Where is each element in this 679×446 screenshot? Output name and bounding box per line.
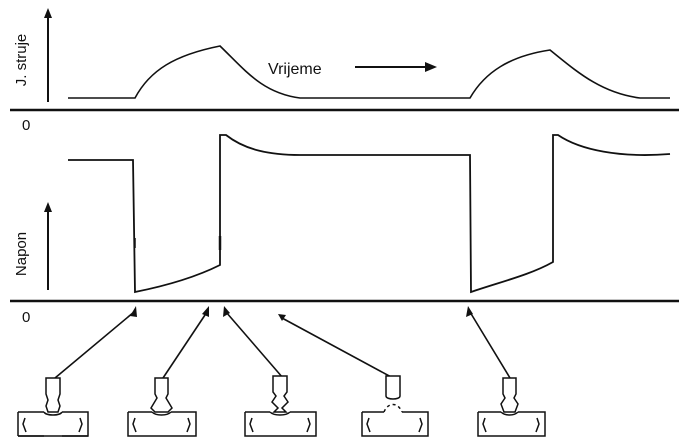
current-curve [68, 45, 670, 99]
stage-droplet-forming [17, 377, 89, 437]
zero-label-top: 0 [22, 117, 30, 134]
stage-neck-forming [127, 377, 197, 437]
voltage-axis-label: Napon [13, 232, 30, 276]
current-axis-label: J. struje [13, 34, 30, 87]
voltage-curve [68, 134, 671, 294]
time-label: Vrijeme [268, 61, 322, 78]
zero-label-bottom: 0 [22, 309, 30, 326]
stage-short-circuit-bridge [244, 375, 317, 437]
voltage-panel [44, 134, 671, 294]
stage-arc-reignited [361, 375, 429, 437]
current-y-arrowhead [44, 8, 52, 18]
voltage-y-arrowhead [44, 202, 52, 212]
stage-next-cycle [477, 377, 546, 437]
current-panel [44, 8, 670, 102]
time-arrow [355, 62, 437, 72]
pointer-arrows [54, 306, 511, 379]
